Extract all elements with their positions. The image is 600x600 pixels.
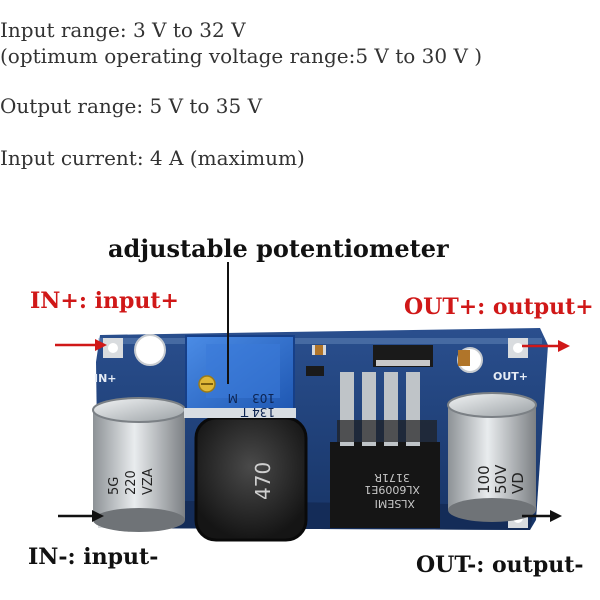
cap-left-marking-2: 220 [124,470,139,495]
cap-right-marking-1: 100 [475,465,493,494]
out-plus-label: OUT+: output+ [404,294,594,320]
in-plus-arrow [55,339,107,351]
inductor-marking: 470 [251,462,275,500]
potentiometer-label: adjustable potentiometer [108,234,449,263]
in-plus-silk: IN+ [94,372,117,385]
ic-marking-2: 3171R [374,471,410,484]
smd-component [306,366,324,376]
in-minus-label: IN-: input- [28,544,159,570]
smd-component [312,345,326,355]
pot-marking-2: 134 T [240,405,275,419]
out-plus-silk: OUT+ [493,370,528,383]
out-minus-arrow [522,510,562,522]
cap-left-marking-3: VZA [141,468,156,495]
in-minus-arrow [58,510,104,522]
mounting-hole-left [134,334,166,366]
cap-left-marking-1: 5G [107,477,122,495]
left-capacitor: 5G 220 VZA [92,397,186,532]
pot-marking-1: 103 [252,391,275,405]
input-range-text: Input range: 3 V to 32 V [0,18,246,42]
out-plus-arrow [522,340,570,352]
optimum-range-text: (optimum operating voltage range:5 V to … [0,44,483,68]
out-minus-label: OUT-: output- [416,552,584,578]
ic-marking-3: XLSEMI [375,497,415,510]
cap-right-marking-3: VD [509,472,527,494]
cap-right-marking-2: 50V [492,464,510,494]
output-range-text: Output range: 5 V to 35 V [0,94,263,118]
potentiometer[interactable]: 103 134 T M [184,335,296,419]
regulator-ic: XL6009E1 3171R XLSEMI [330,372,440,528]
in-plus-label: IN+: input+ [30,288,179,314]
ic-marking-1: XL6009E1 [364,483,420,496]
pot-marking-3: M [228,391,238,405]
input-current-text: Input current: 4 A (maximum) [0,146,305,170]
smd-component [458,350,470,366]
right-capacitor: 100 50V VD [447,392,537,522]
inductor: 470 [194,416,308,542]
